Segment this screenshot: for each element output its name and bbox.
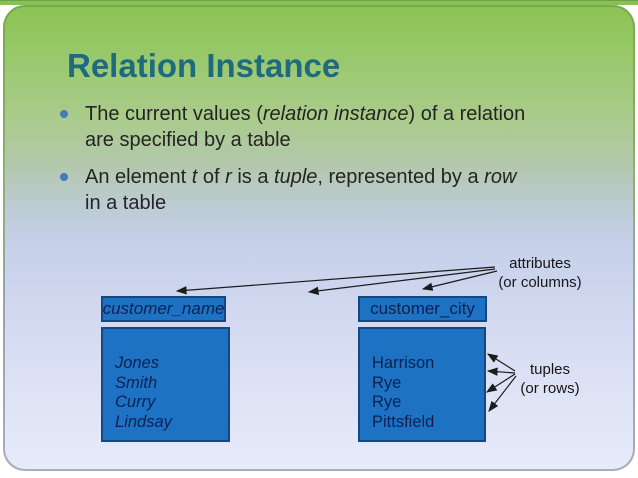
table-customer-city-header: customer_city — [358, 296, 487, 322]
table-customer-name-body: Jones Smith Curry Lindsay — [101, 327, 230, 442]
bullet-text-2: An element t of r is a tuple, represente… — [85, 166, 517, 214]
table-customer-name-header: customer_name — [101, 296, 226, 322]
table-row: Pittsfield — [372, 412, 435, 431]
table-row: Rye — [372, 373, 402, 392]
bullet-dot-icon — [60, 173, 68, 181]
bullet-text-1: The current values (relation instance) o… — [85, 103, 526, 151]
attributes-label: attributes (or columns) — [498, 255, 582, 291]
bullet-dot-icon — [60, 110, 68, 118]
top-green-strip — [0, 0, 638, 5]
table-customer-city-body: Harrison Rye Rye Pittsfield — [358, 327, 486, 442]
tuples-label: tuples (or rows) — [520, 361, 580, 397]
bullet-item-2: An element t of r is a tuple, represente… — [58, 164, 578, 216]
bullet-list: The current values (relation instance) o… — [58, 101, 578, 227]
table-row: Smith — [115, 373, 158, 392]
table-row: Harrison — [372, 354, 435, 372]
slide-title: Relation Instance — [67, 47, 341, 84]
table-row: Rye — [372, 393, 402, 411]
table-row: Jones — [115, 354, 160, 372]
bullet-item-1: The current values (relation instance) o… — [58, 101, 578, 153]
table-row: Lindsay — [115, 412, 172, 431]
table-row: Curry — [115, 393, 156, 411]
